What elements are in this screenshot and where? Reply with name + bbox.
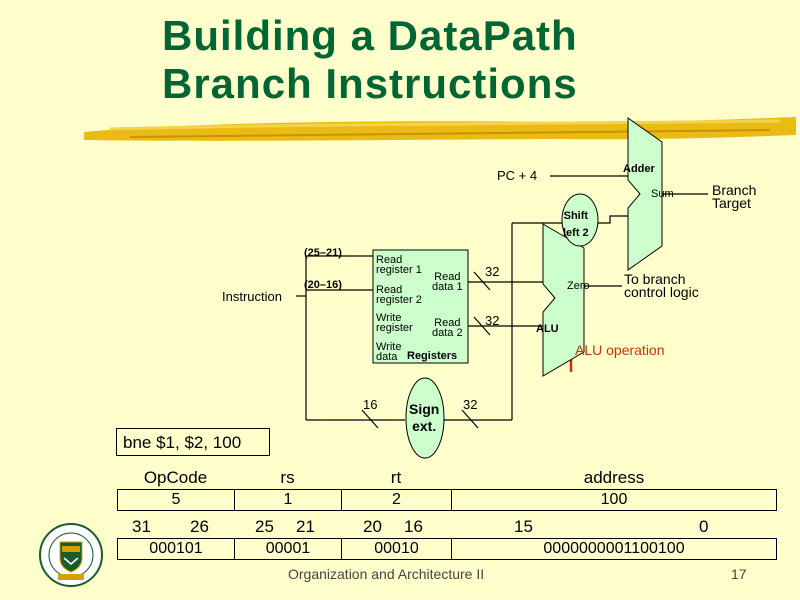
- bit-31: 31: [132, 517, 151, 536]
- value-opcode: 5: [118, 490, 235, 510]
- bit-25: 25: [255, 517, 274, 536]
- footer-course: Organization and Architecture II: [288, 566, 485, 582]
- write-register-label: Write register: [376, 312, 413, 334]
- alu-label: ALU: [536, 323, 559, 335]
- shift-left-2-unit: [561, 193, 599, 247]
- write-data-label: Write data: [376, 341, 402, 363]
- alu-operation-label: ALU operation: [575, 342, 665, 358]
- value-address: 100: [600, 491, 628, 508]
- brush-stroke-decoration: [84, 117, 796, 141]
- zero-label: Zero: [567, 280, 590, 292]
- bit-0: 0: [699, 517, 709, 536]
- bits-25-21-label: (25–21): [304, 247, 342, 259]
- bit-21: 21: [296, 517, 315, 536]
- sum-label: Sum: [651, 188, 674, 200]
- format-binary-row: 000101 00001 00010 0000000001100100: [117, 538, 777, 560]
- format-values-row: 5 1 2 100: [117, 489, 777, 511]
- sign-extend-unit: [405, 377, 445, 459]
- read-data-1-label: Read data 1: [432, 271, 463, 293]
- bit-26: 26: [190, 517, 209, 536]
- to-branch-control-label: To branch control logic: [624, 271, 699, 300]
- footer-page-number: 17: [731, 566, 747, 582]
- slide-title-line-1: Building a DataPath: [162, 12, 578, 59]
- binary-opcode: 000101: [118, 539, 235, 559]
- adder-unit: [627, 117, 663, 271]
- bit-20: 20: [363, 517, 382, 536]
- slide-title: Building a DataPath Branch Instructions: [162, 12, 578, 108]
- bit-15: 15: [514, 517, 533, 536]
- sign-ext-label: Sign ext.: [409, 401, 440, 434]
- format-header-address: address: [583, 468, 645, 487]
- pc-plus-4-label: PC + 4: [497, 168, 538, 183]
- slide-title-line-2: Branch Instructions: [162, 60, 578, 107]
- read-data-1-width-label: 32: [485, 264, 500, 279]
- instruction-box: bne $1, $2, 100: [116, 428, 270, 456]
- branch-target-label: Branch Target: [712, 182, 757, 211]
- sign-ext-input-width-label: 16: [363, 397, 378, 412]
- value-rs: 1: [235, 490, 342, 510]
- alu-unit: [542, 223, 585, 377]
- binary-rt: 00010: [342, 539, 452, 559]
- university-seal-logo: [39, 523, 103, 587]
- sign-ext-output-width-label: 32: [463, 397, 478, 412]
- format-header-rs: rs: [280, 468, 295, 487]
- format-header-rt: rt: [390, 468, 402, 487]
- value-rt: 2: [342, 490, 452, 510]
- shift-left-2-label: Shift left 2: [563, 210, 589, 239]
- format-header-opcode: OpCode: [143, 468, 208, 487]
- read-data-2-width-label: 32: [485, 313, 500, 328]
- bits-20-16-label: (20–16): [304, 279, 342, 291]
- binary-rs: 00001: [235, 539, 342, 559]
- bit-16: 16: [404, 517, 423, 536]
- read-register-2-label: Read register 2: [376, 284, 422, 306]
- read-register-1-label: Read register 1: [376, 254, 422, 276]
- registers-block: [372, 249, 469, 364]
- registers-name-label: Registers: [407, 350, 458, 362]
- adder-label: Adder: [623, 163, 655, 175]
- read-data-2-label: Read data 2: [432, 317, 463, 339]
- instruction-label: Instruction: [222, 289, 282, 304]
- wires: [296, 175, 708, 429]
- binary-address: 0000000001100100: [543, 540, 685, 557]
